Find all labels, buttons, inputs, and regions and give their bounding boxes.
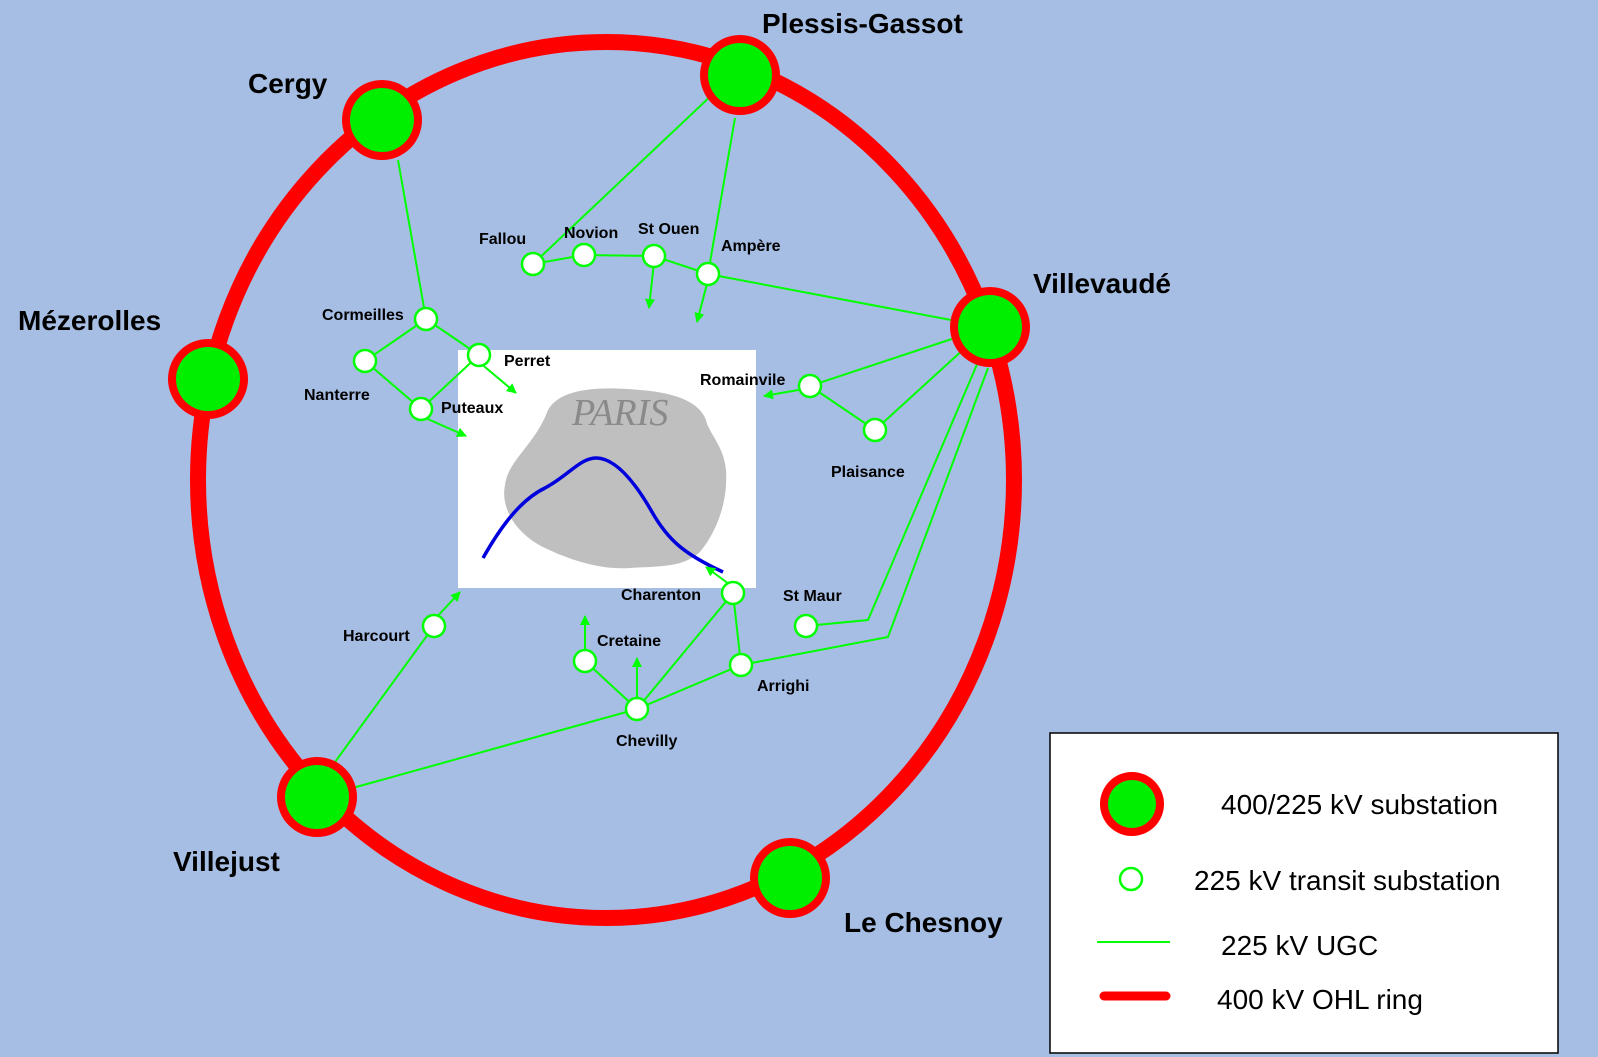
paris-label: PARIS: [571, 392, 668, 434]
substation-le-chesnoy: Le Chesnoy: [750, 838, 1003, 938]
svg-text:Villevaudé: Villevaudé: [1033, 268, 1171, 299]
legend-225-substation-label: 225 kV transit substation: [1194, 865, 1501, 896]
label-cormeilles: Cormeilles: [322, 307, 404, 324]
label-ampere: Ampère: [721, 238, 781, 255]
label-fallou: Fallou: [479, 231, 526, 248]
label-perret: Perret: [504, 353, 551, 370]
substation-villevaude: Villevaudé: [950, 268, 1171, 367]
legend-ohl-label: 400 kV OHL ring: [1217, 984, 1423, 1015]
label-st-ouen: St Ouen: [638, 221, 699, 238]
label-novion: Novion: [564, 225, 618, 242]
label-charenton: Charenton: [621, 587, 701, 604]
svg-text:Villejust: Villejust: [173, 846, 280, 877]
legend-225-substation-icon: [1118, 866, 1144, 892]
legend-ugc-label: 225 kV UGC: [1221, 930, 1378, 961]
label-plaisance: Plaisance: [831, 464, 905, 481]
svg-text:Plessis-Gassot: Plessis-Gassot: [762, 8, 963, 39]
label-st-maur: St Maur: [783, 588, 842, 605]
paris-city-shape: [504, 388, 727, 569]
transit-labels: Fallou Novion St Ouen Ampère Cormeilles …: [304, 221, 905, 750]
ohl-ring: [190, 34, 1022, 926]
svg-text:Cergy: Cergy: [248, 68, 328, 99]
ugc-lines: [312, 74, 989, 800]
svg-text:Le Chesnoy: Le Chesnoy: [844, 907, 1003, 938]
label-chevilly: Chevilly: [616, 733, 677, 750]
transit-substations: [352, 242, 888, 722]
label-harcourt: Harcourt: [343, 628, 410, 645]
label-puteaux: Puteaux: [441, 400, 503, 417]
legend-400-substation-label: 400/225 kV substation: [1221, 789, 1498, 820]
label-nanterre: Nanterre: [304, 387, 370, 404]
label-romainvile: Romainvile: [700, 372, 785, 389]
substation-villejust: Villejust: [173, 757, 357, 877]
label-arrighi: Arrighi: [757, 678, 809, 695]
substation-cergy: Cergy: [248, 68, 422, 160]
svg-text:Mézerolles: Mézerolles: [18, 305, 161, 336]
legend-400-substation-icon: [1100, 772, 1164, 836]
legend: 400/225 kV substation 225 kV transit sub…: [1049, 732, 1559, 1054]
seine-river: [481, 456, 724, 574]
label-cretaine: Cretaine: [597, 633, 661, 650]
substation-mezerolles: Mézerolles: [18, 305, 248, 419]
substation-plessis-gassot: Plessis-Gassot: [700, 8, 963, 115]
